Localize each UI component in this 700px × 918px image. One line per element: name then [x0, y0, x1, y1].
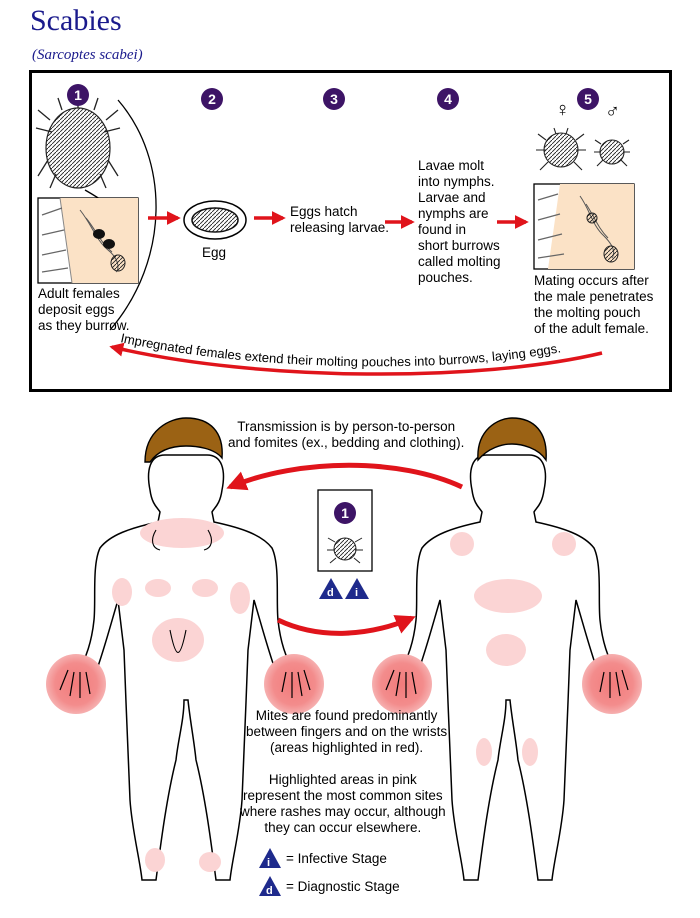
transmission-text: Transmission is by person-to-person and …	[228, 419, 465, 450]
arrow-return-cycle	[109, 342, 603, 376]
legend-infective-label: = Infective Stage	[286, 851, 387, 866]
female-symbol: ♀	[555, 99, 570, 121]
egg-drawing	[183, 200, 247, 240]
legend-infective-triangle	[259, 848, 281, 868]
detail-arc-outer	[109, 99, 157, 331]
mites-location-text: Mites are found predominantly between fi…	[246, 708, 448, 755]
male-symbol: ♂	[605, 101, 620, 123]
left-person-hand-rash-right	[264, 654, 324, 714]
life-cycle-box	[29, 70, 672, 392]
stage-number-5: 5	[577, 88, 599, 110]
egg-label: Egg	[202, 245, 227, 260]
diagnostic-badge	[319, 578, 343, 599]
legend-diagnostic-label: = Diagnostic Stage	[286, 879, 400, 894]
male-mite-drawing	[594, 139, 630, 167]
stage3-text: Eggs hatch releasing larvae.	[290, 204, 390, 235]
page-title: Scabies	[30, 4, 122, 37]
stage4-text: Lavae molt into nymphs. Larvae and nymph…	[418, 158, 501, 285]
transmission-arrow-bottom	[276, 615, 416, 636]
infective-badge	[345, 578, 369, 599]
stage-number-2: 2	[201, 88, 223, 110]
stage1-text: Adult females deposit eggs as they burro…	[38, 286, 130, 333]
burrow-skin-panel-5	[533, 183, 635, 270]
pink-areas-text: Highlighted areas in pink represent the …	[240, 772, 446, 835]
badge-d-letter: d	[327, 587, 334, 599]
person-left-back-view	[46, 417, 324, 881]
burrow-skin-panel-1	[37, 197, 139, 284]
badge-i-letter: i	[355, 587, 359, 599]
right-person-hand-rash-left	[372, 654, 432, 714]
stage-number-3: 3	[323, 88, 345, 110]
stage5-text: Mating occurs after the male penetrates …	[534, 273, 654, 336]
left-person-hand-rash-left	[46, 654, 106, 714]
right-person-hand-rash-right	[582, 654, 642, 714]
card-stage-number: 1	[334, 502, 356, 524]
legend-diagnostic-letter: d	[266, 885, 273, 897]
female-mite-drawing	[536, 127, 586, 171]
legend-diagnostic-triangle	[259, 876, 281, 896]
adult-mite-drawing	[35, 96, 121, 189]
person-right-front-view	[372, 417, 642, 881]
legend-infective-letter: i	[267, 857, 271, 869]
page-subtitle: (Sarcoptes scabei)	[32, 47, 143, 63]
stage-number-1: 1	[67, 84, 89, 106]
stage-number-4: 4	[437, 88, 459, 110]
transmission-arrow-top	[226, 462, 464, 491]
